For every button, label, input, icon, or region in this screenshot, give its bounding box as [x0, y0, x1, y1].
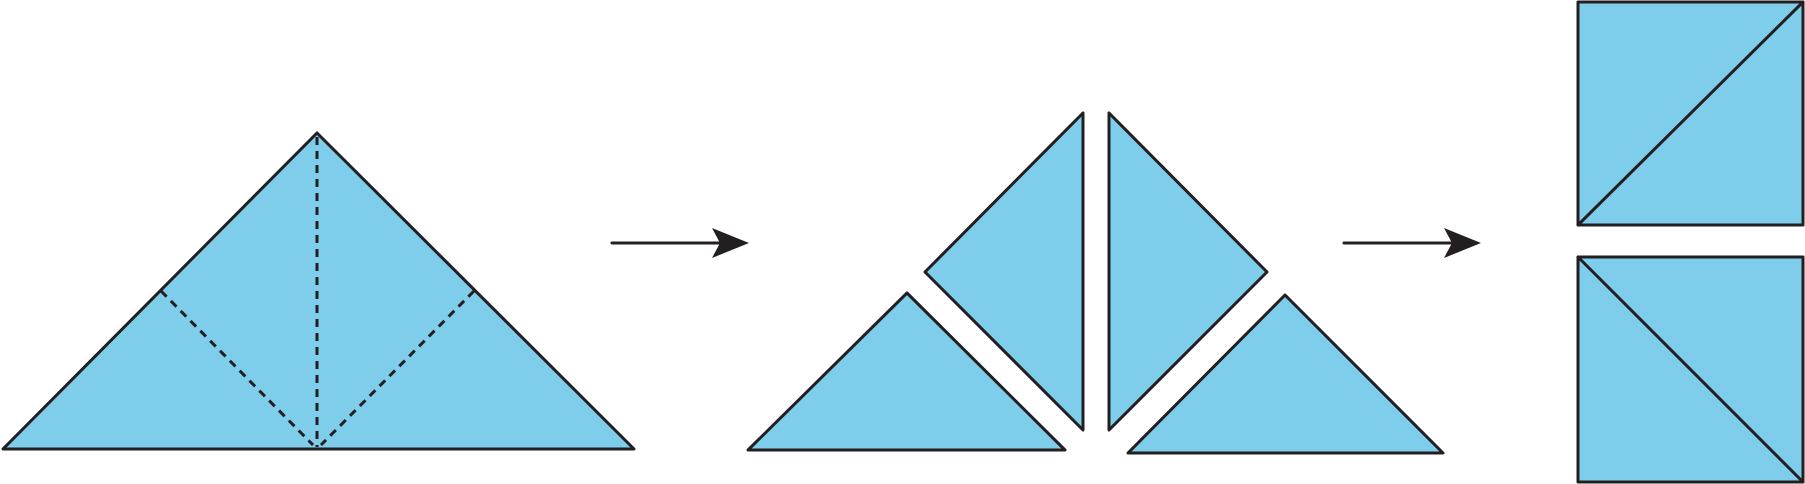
square-top	[1576, 0, 1805, 227]
stage-large-triangle	[1, 131, 636, 451]
triangle-bottom-left	[746, 291, 1067, 452]
stage-two-squares	[1576, 0, 1805, 484]
square-bottom	[1576, 255, 1805, 484]
fold-lines	[159, 137, 476, 447]
triangle-tall-right	[1107, 111, 1269, 432]
arrow-right-2	[1342, 228, 1481, 258]
triangle-bottom-right	[1126, 293, 1445, 455]
stage-four-triangles	[746, 111, 1445, 455]
square-bottom-diagonal	[1576, 255, 1805, 484]
square-top-diagonal	[1576, 0, 1805, 227]
arrow-right-1	[610, 228, 749, 258]
triangle-tall-left	[923, 111, 1085, 432]
